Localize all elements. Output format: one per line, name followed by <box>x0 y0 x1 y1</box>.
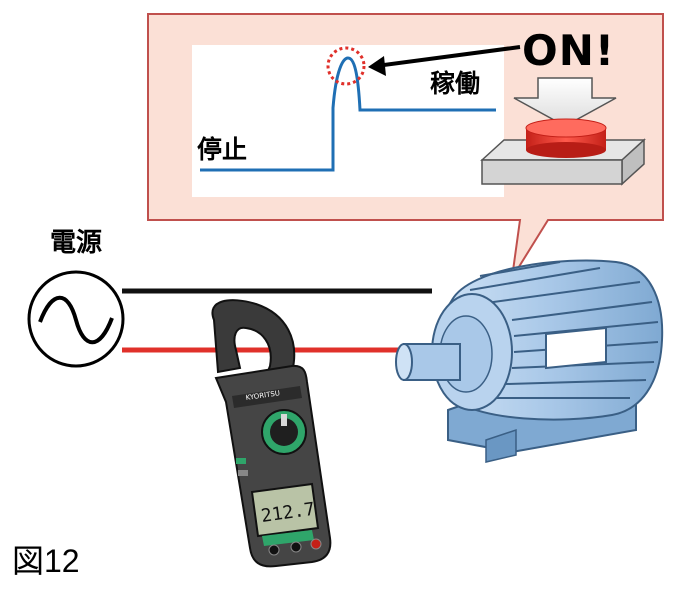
sine-wave-icon <box>38 295 114 345</box>
graph-panel <box>192 45 504 197</box>
push-button-top <box>525 118 607 138</box>
callout-arrow-head <box>368 56 386 76</box>
push-arrow-icon <box>513 77 617 127</box>
running-state-label: 稼働 <box>430 69 481 98</box>
figure-label: 図12 <box>12 543 80 579</box>
stopped-state-label: 停止 <box>197 135 248 164</box>
push-button-bottom <box>526 142 606 158</box>
power-source-label: 電源 <box>50 228 103 258</box>
switch-base-front <box>481 159 623 185</box>
motor-icon <box>395 259 664 463</box>
callout-arrow <box>375 45 521 68</box>
current-trace <box>200 56 496 172</box>
clamp-meter-icon: KYORITSU 212.7 <box>211 299 332 568</box>
inrush-peak-marker <box>326 46 366 86</box>
on-callout-label: ON! <box>522 26 616 75</box>
